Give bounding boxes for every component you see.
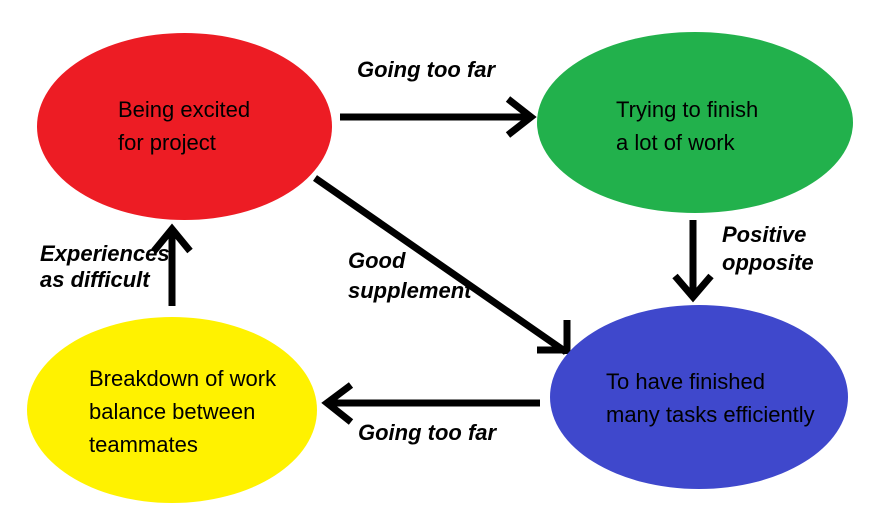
arrow-excited-to-trying — [340, 96, 537, 138]
node-being-excited-ellipse — [37, 33, 332, 220]
node-trying-to-finish-ellipse — [537, 32, 853, 213]
edge-label-good-supplement: Good supplement — [348, 248, 472, 303]
edge-label-going-too-far-bottom: Going too far — [358, 420, 497, 445]
node-being-excited-label: Being excited for project — [118, 97, 251, 155]
node-finished-tasks-label: To have finished many tasks efficiently — [606, 369, 815, 427]
edge-label-experiences-as-difficult: Experiences as difficult — [40, 241, 170, 292]
node-finished-tasks-ellipse — [550, 305, 848, 489]
arrow-excited-to-finished — [313, 175, 571, 355]
node-breakdown-ellipse — [27, 317, 317, 503]
edge-label-positive-opposite: Positive opposite — [722, 222, 814, 275]
arrow-finished-to-breakdown — [321, 382, 540, 425]
node-breakdown-label: Breakdown of work balance between teamma… — [89, 366, 277, 457]
node-trying-to-finish-label: Trying to finish a lot of work — [616, 97, 759, 155]
edge-label-going-too-far-top: Going too far — [357, 57, 496, 82]
arrow-trying-to-finished — [672, 220, 714, 303]
arrow-breakdown-to-excited — [151, 223, 193, 306]
